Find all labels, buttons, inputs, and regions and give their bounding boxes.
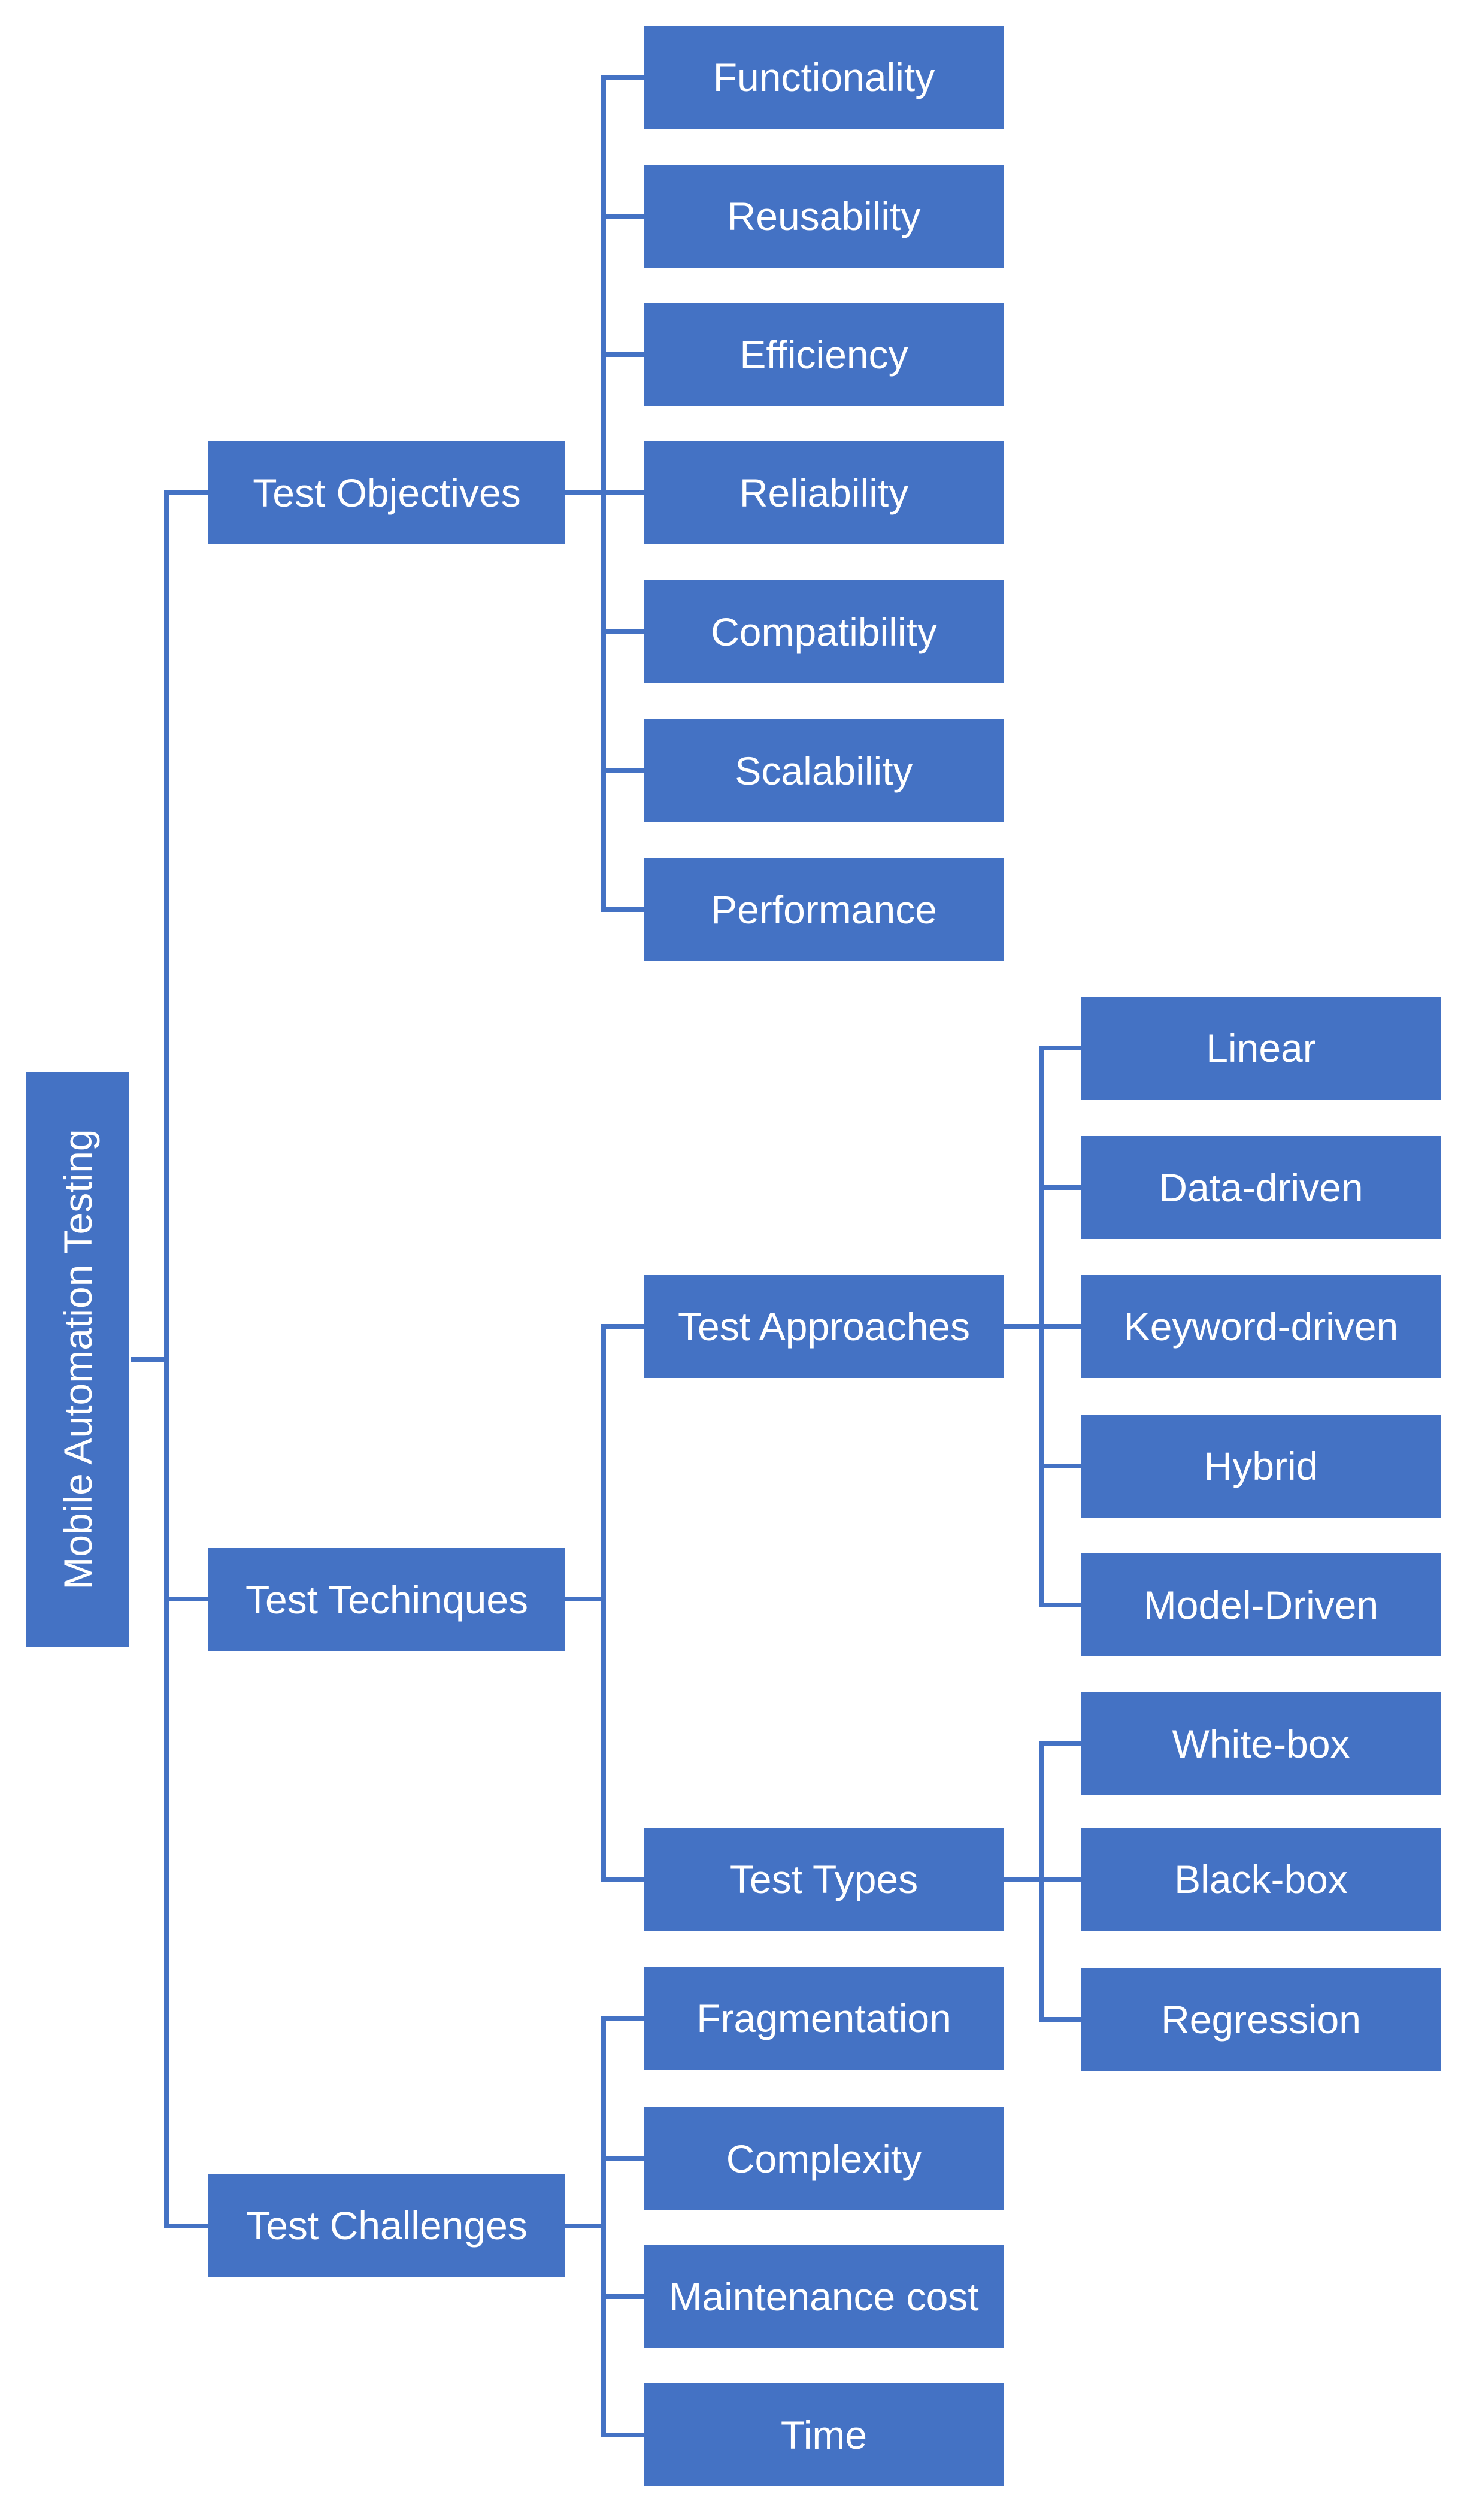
node-hybrid: Hybrid xyxy=(1081,1415,1441,1518)
node-complexity: Complexity xyxy=(644,2107,1004,2210)
node-regression: Regression xyxy=(1081,1968,1441,2071)
node-data-driven: Data-driven xyxy=(1081,1136,1441,1239)
node-reliability: Reliability xyxy=(644,441,1004,544)
node-fragmentation: Fragmentation xyxy=(644,1967,1004,2070)
node-compatibility: Compatibility xyxy=(644,580,1004,683)
node-scalability: Scalability xyxy=(644,719,1004,822)
node-black-box: Black-box xyxy=(1081,1828,1441,1931)
node-performance: Performance xyxy=(644,858,1004,961)
root-node-label: Mobile Automation Testing xyxy=(55,1129,100,1590)
node-model-driven: Model-Driven xyxy=(1081,1553,1441,1656)
node-test-objectives: Test Objectives xyxy=(208,441,565,544)
node-maintenance-cost: Maintenance cost xyxy=(644,2245,1004,2348)
root-node: Mobile Automation Testing xyxy=(26,1072,129,1647)
node-test-challenges: Test Challenges xyxy=(208,2174,565,2277)
node-keyword-driven: Keyword-driven xyxy=(1081,1275,1441,1378)
node-reusability: Reusability xyxy=(644,165,1004,268)
node-linear: Linear xyxy=(1081,997,1441,1100)
node-test-types: Test Types xyxy=(644,1828,1004,1931)
node-functionality: Functionality xyxy=(644,26,1004,129)
node-time: Time xyxy=(644,2383,1004,2486)
node-test-approaches: Test Approaches xyxy=(644,1275,1004,1378)
node-white-box: White-box xyxy=(1081,1692,1441,1795)
node-efficiency: Efficiency xyxy=(644,303,1004,406)
node-test-techniques: Test Techinques xyxy=(208,1548,565,1651)
